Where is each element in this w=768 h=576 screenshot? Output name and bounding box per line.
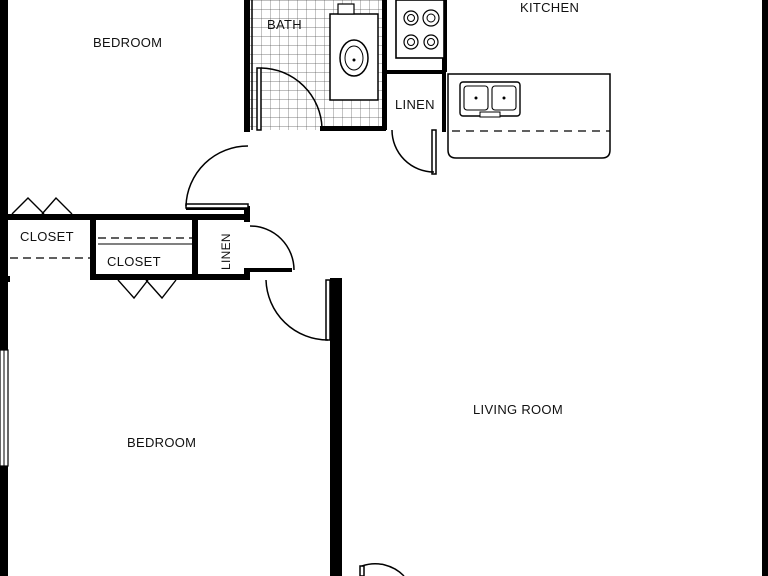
closet-doors <box>11 196 177 300</box>
room-label-bath: BATH <box>267 17 302 32</box>
doors <box>185 67 437 576</box>
stove <box>395 0 445 59</box>
room-label-closet-right: CLOSET <box>107 254 161 269</box>
room-label-linen-top: LINEN <box>395 97 435 112</box>
kitchen-sink <box>459 81 521 118</box>
room-label-bedroom-top: BEDROOM <box>93 35 162 50</box>
room-label-linen-mid: LINEN <box>219 233 233 270</box>
room-label-closet-left: CLOSET <box>20 229 74 244</box>
toilet <box>337 3 355 15</box>
bath-vanity <box>329 13 379 101</box>
room-label-living-room: LIVING ROOM <box>473 402 563 417</box>
closet-rods <box>10 237 192 259</box>
room-label-kitchen: KITCHEN <box>520 0 579 15</box>
room-label-bedroom-bottom: BEDROOM <box>127 435 196 450</box>
